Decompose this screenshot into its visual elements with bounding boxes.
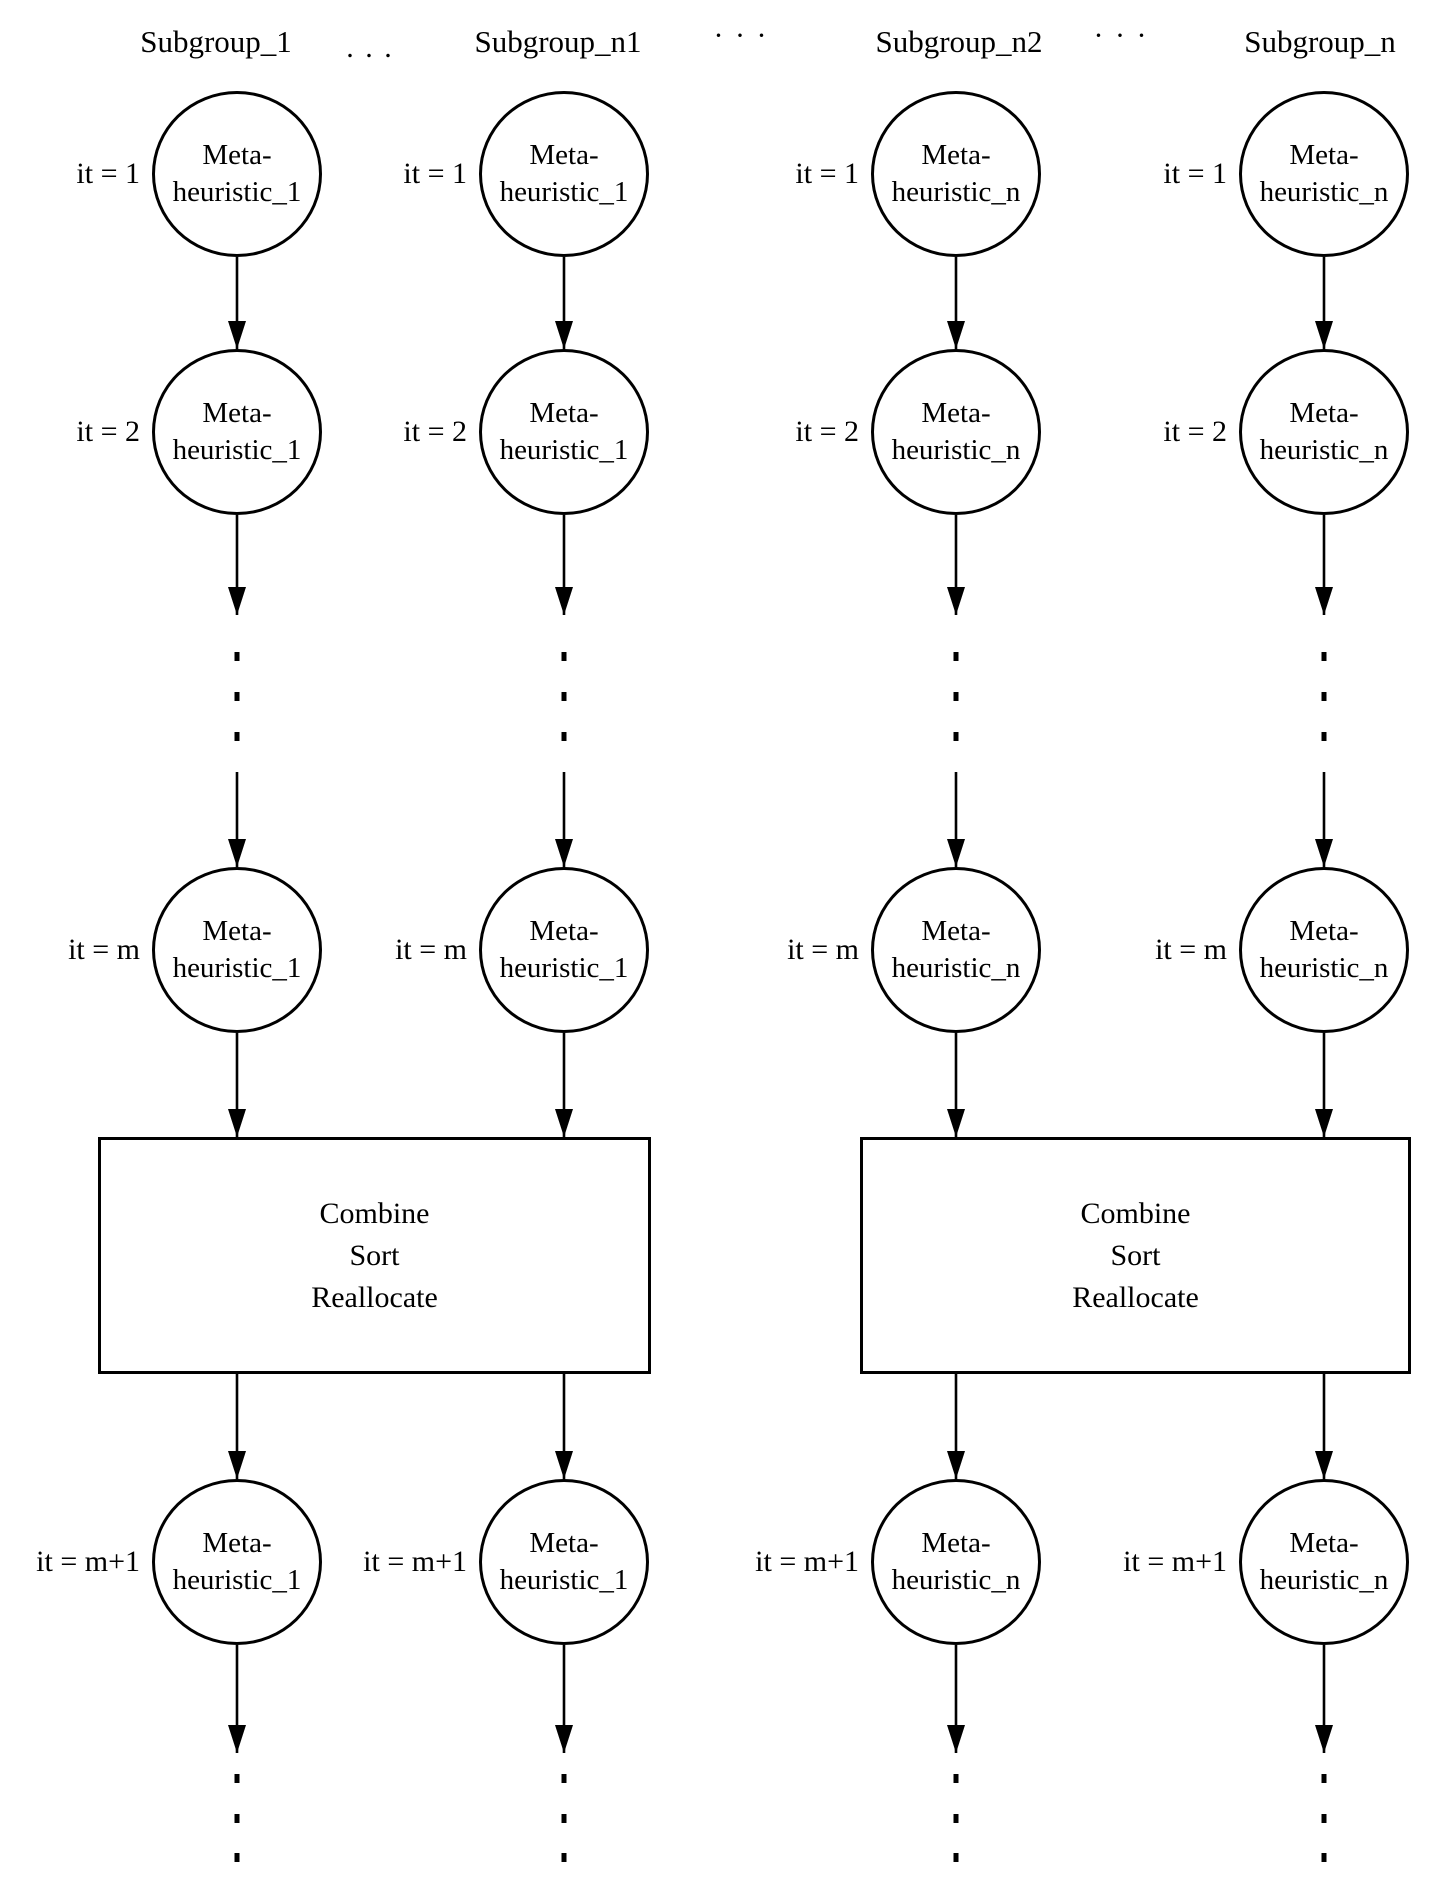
node-label-line2: heuristic_1 bbox=[172, 1564, 302, 1596]
metaheuristic-node-itm1-col1: Meta- heuristic_1 bbox=[152, 1479, 322, 1645]
sort-label: Sort bbox=[1110, 1238, 1161, 1272]
column1-connectors bbox=[228, 257, 246, 1862]
node-label-line1: Meta- bbox=[529, 1527, 599, 1559]
metaheuristic-node-itm-col1: Meta- heuristic_1 bbox=[152, 867, 322, 1033]
node-label-line1: Meta- bbox=[202, 139, 272, 171]
node-label-line2: heuristic_1 bbox=[499, 434, 629, 466]
iteration-label-itm1-col2: it = m+1 bbox=[363, 1545, 467, 1578]
metaheuristic-node-itm1-col4: Meta- heuristic_n bbox=[1239, 1479, 1409, 1645]
node-label-line1: Meta- bbox=[1289, 915, 1359, 947]
iteration-label-it1-col4: it = 1 bbox=[1163, 157, 1227, 190]
iteration-label-itm-col1: it = m bbox=[68, 933, 140, 966]
metaheuristic-node-it1-col1: Meta- heuristic_1 bbox=[152, 91, 322, 257]
column2-connectors bbox=[555, 257, 573, 1862]
metaheuristic-node-itm-col2: Meta- heuristic_1 bbox=[479, 867, 649, 1033]
node-label-line2: heuristic_1 bbox=[172, 176, 302, 208]
reallocate-label: Reallocate bbox=[311, 1280, 438, 1314]
metaheuristic-node-itm-col3: Meta- heuristic_n bbox=[871, 867, 1041, 1033]
node-label-line2: heuristic_n bbox=[1259, 952, 1389, 984]
node-label-line1: Meta- bbox=[529, 915, 599, 947]
node-label-line1: Meta- bbox=[921, 915, 991, 947]
metaheuristic-node-itm-col4: Meta- heuristic_n bbox=[1239, 867, 1409, 1033]
iteration-label-itm1-col1: it = m+1 bbox=[36, 1545, 140, 1578]
iteration-label-itm1-col4: it = m+1 bbox=[1123, 1545, 1227, 1578]
node-label-line1: Meta- bbox=[1289, 139, 1359, 171]
node-label-line2: heuristic_n bbox=[891, 176, 1021, 208]
node-label-line1: Meta- bbox=[529, 397, 599, 429]
node-label-line1: Meta- bbox=[921, 139, 991, 171]
iteration-label-itm-col2: it = m bbox=[395, 933, 467, 966]
column4-connectors bbox=[1315, 257, 1333, 1862]
node-label-line2: heuristic_n bbox=[891, 952, 1021, 984]
node-label-line2: heuristic_1 bbox=[499, 176, 629, 208]
column3-connectors bbox=[947, 257, 965, 1862]
node-label-line1: Meta- bbox=[529, 139, 599, 171]
header-ellipsis-3: · · · bbox=[1093, 19, 1149, 52]
reallocate-label: Reallocate bbox=[1072, 1280, 1199, 1314]
iteration-label-itm-col3: it = m bbox=[787, 933, 859, 966]
iteration-label-it2-col3: it = 2 bbox=[795, 415, 859, 448]
metaheuristic-node-it1-col4: Meta- heuristic_n bbox=[1239, 91, 1409, 257]
metaheuristic-node-it2-col4: Meta- heuristic_n bbox=[1239, 349, 1409, 515]
metaheuristic-node-it1-col2: Meta- heuristic_1 bbox=[479, 91, 649, 257]
iteration-label-it2-col2: it = 2 bbox=[403, 415, 467, 448]
node-label-line2: heuristic_n bbox=[1259, 176, 1389, 208]
iteration-label-itm1-col3: it = m+1 bbox=[755, 1545, 859, 1578]
node-label-line1: Meta- bbox=[202, 397, 272, 429]
node-label-line1: Meta- bbox=[202, 915, 272, 947]
header-ellipsis-1: . . . bbox=[346, 31, 394, 64]
header-subgroup-n1: Subgroup_n1 bbox=[474, 24, 642, 59]
iteration-label-it2-col1: it = 2 bbox=[76, 415, 140, 448]
node-label-line2: heuristic_1 bbox=[499, 1564, 629, 1596]
iteration-label-it1-col3: it = 1 bbox=[795, 157, 859, 190]
sort-label: Sort bbox=[349, 1238, 400, 1272]
node-label-line2: heuristic_n bbox=[891, 1564, 1021, 1596]
node-label-line2: heuristic_1 bbox=[172, 952, 302, 984]
metaheuristic-node-it2-col3: Meta- heuristic_n bbox=[871, 349, 1041, 515]
metaheuristic-node-it2-col1: Meta- heuristic_1 bbox=[152, 349, 322, 515]
node-label-line1: Meta- bbox=[1289, 397, 1359, 429]
header-subgroup-n2: Subgroup_n2 bbox=[875, 24, 1043, 59]
node-label-line2: heuristic_n bbox=[891, 434, 1021, 466]
metaheuristic-node-itm1-col2: Meta- heuristic_1 bbox=[479, 1479, 649, 1645]
metaheuristic-node-it1-col3: Meta- heuristic_n bbox=[871, 91, 1041, 257]
combine-sort-reallocate-box-right: Combine Sort Reallocate bbox=[860, 1137, 1411, 1374]
combine-label: Combine bbox=[1080, 1196, 1191, 1230]
metaheuristic-node-it2-col2: Meta- heuristic_1 bbox=[479, 349, 649, 515]
combine-label: Combine bbox=[319, 1196, 430, 1230]
node-label-line1: Meta- bbox=[202, 1527, 272, 1559]
node-label-line2: heuristic_n bbox=[1259, 1564, 1389, 1596]
node-label-line1: Meta- bbox=[1289, 1527, 1359, 1559]
iteration-label-it1-col2: it = 1 bbox=[403, 157, 467, 190]
node-label-line2: heuristic_1 bbox=[172, 434, 302, 466]
node-label-line1: Meta- bbox=[921, 1527, 991, 1559]
node-label-line2: heuristic_1 bbox=[499, 952, 629, 984]
node-label-line1: Meta- bbox=[921, 397, 991, 429]
combine-sort-reallocate-box-left: Combine Sort Reallocate bbox=[98, 1137, 651, 1374]
iteration-label-itm-col4: it = m bbox=[1155, 933, 1227, 966]
header-ellipsis-2: · · · bbox=[713, 19, 769, 52]
iteration-label-it2-col4: it = 2 bbox=[1163, 415, 1227, 448]
metaheuristic-node-itm1-col3: Meta- heuristic_n bbox=[871, 1479, 1041, 1645]
header-subgroup-1: Subgroup_1 bbox=[140, 24, 292, 59]
iteration-label-it1-col1: it = 1 bbox=[76, 157, 140, 190]
node-label-line2: heuristic_n bbox=[1259, 434, 1389, 466]
header-subgroup-n: Subgroup_n bbox=[1244, 24, 1396, 59]
